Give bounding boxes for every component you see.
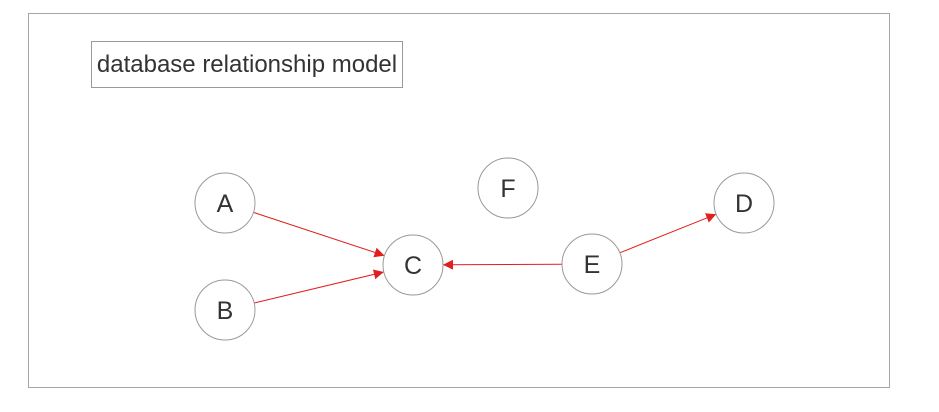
edge-E-D[interactable]: [619, 213, 717, 254]
node-label: F: [500, 175, 515, 203]
node-label: D: [735, 190, 753, 218]
node-B[interactable]: B: [194, 279, 256, 341]
title-text: database relationship model: [96, 50, 398, 78]
node-E[interactable]: E: [561, 233, 623, 295]
node-circle[interactable]: [477, 157, 539, 219]
node-circle[interactable]: [713, 172, 775, 234]
edge-A-C[interactable]: [253, 211, 385, 258]
title-box[interactable]: database relationship model: [91, 41, 403, 88]
node-F[interactable]: F: [477, 157, 539, 219]
node-circle[interactable]: [194, 172, 256, 234]
node-circle[interactable]: [561, 233, 623, 295]
node-A[interactable]: A: [194, 172, 256, 234]
node-label: A: [217, 190, 234, 218]
node-label: B: [217, 297, 234, 325]
edge-B-C[interactable]: [254, 269, 384, 304]
node-circle[interactable]: [382, 234, 444, 296]
node-circle[interactable]: [194, 279, 256, 341]
edge-E-C[interactable]: [442, 259, 563, 270]
node-D[interactable]: D: [713, 172, 775, 234]
node-label: C: [404, 252, 422, 280]
node-label: E: [584, 251, 601, 279]
node-C[interactable]: C: [382, 234, 444, 296]
